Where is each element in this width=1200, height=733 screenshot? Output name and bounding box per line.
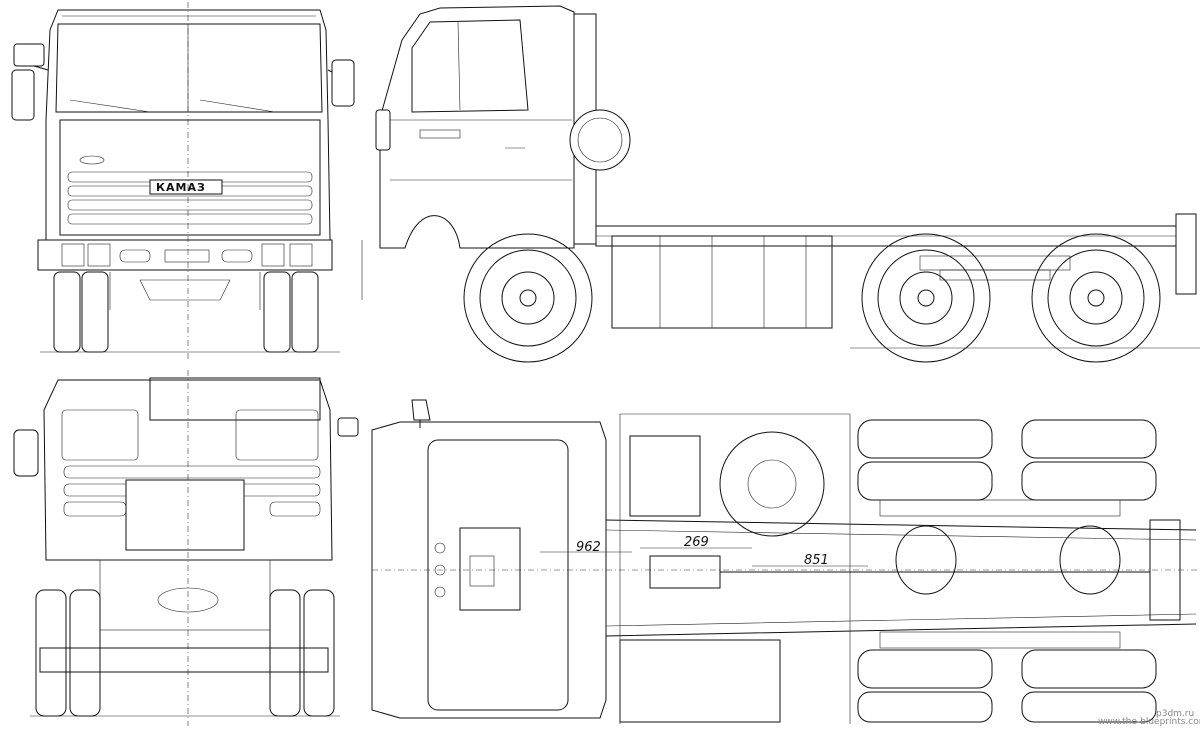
dimension-label-962: 962 xyxy=(576,540,601,555)
side-view xyxy=(361,5,1200,363)
watermark-alt: p3dm.ru xyxy=(1156,709,1194,719)
dimension-label-269: 269 xyxy=(684,535,709,550)
top-view xyxy=(371,399,1200,724)
front-logo: КАМАЗ xyxy=(156,181,206,194)
watermark: www.the-blueprints.com xyxy=(1098,717,1200,727)
rear-view xyxy=(13,370,359,726)
front-view: КАМАЗ xyxy=(11,2,355,362)
dimension-label-851: 851 xyxy=(804,553,829,568)
